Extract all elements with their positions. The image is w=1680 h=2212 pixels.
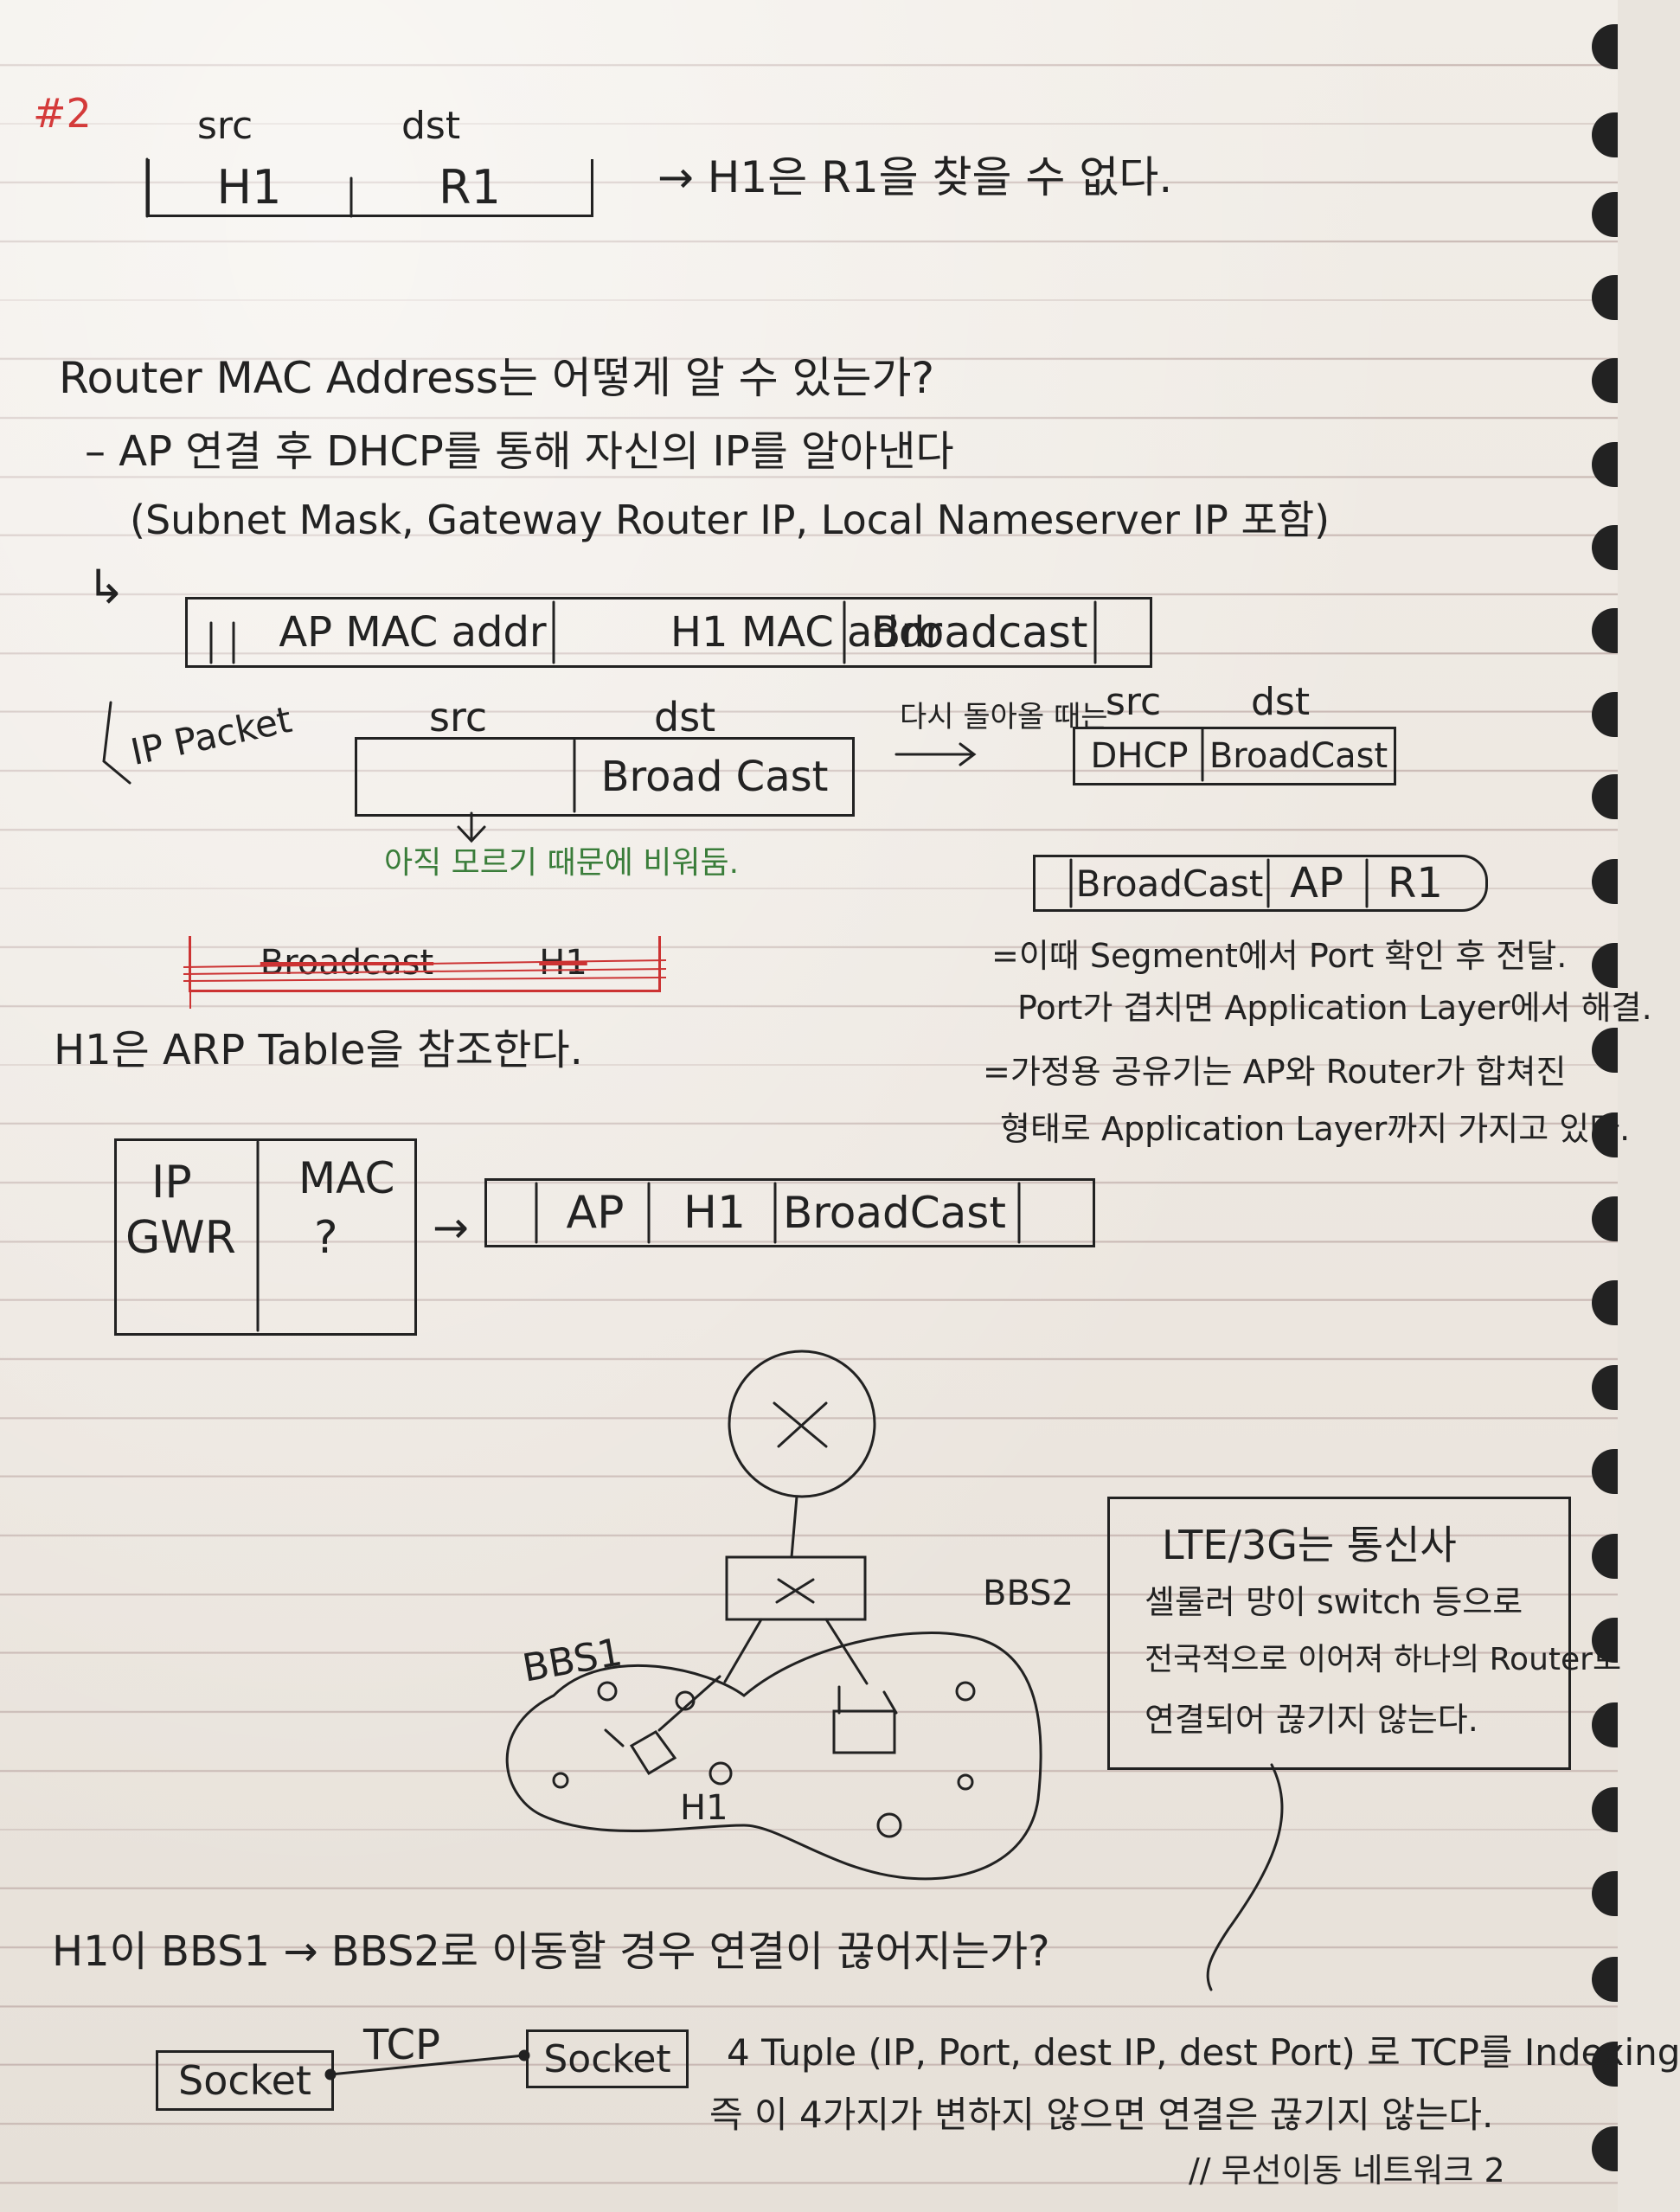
arrow-symbol: ↳ <box>87 560 126 614</box>
arp-table-col1-value: GWR <box>125 1212 236 1264</box>
left-socket: Socket <box>156 2050 334 2111</box>
arp-frame: AP H1 BroadCast <box>484 1178 1095 1247</box>
struck-frame-cell: Broadcast <box>260 943 434 983</box>
tuple-line-1: 4 Tuple (IP, Port, dest IP, dest Port) 로… <box>727 2031 1680 2074</box>
ip-packet-dst-label: dst <box>654 694 716 741</box>
lte-line: 전국적으로 이어져 하나의 Router로 <box>1145 1642 1622 1677</box>
ip-packet-box: Broad Cast <box>355 737 855 817</box>
struck-frame: Broadcast H1 <box>189 936 661 992</box>
ip-packet-ret-src-label: src <box>1106 680 1162 724</box>
arp-frame-cell: AP <box>566 1187 625 1239</box>
arp-frame-cell: H1 <box>683 1187 747 1239</box>
lte-line: LTE/3G는 통신사 <box>1162 1522 1457 1568</box>
right-frame-cell: R1 <box>1388 859 1443 907</box>
frame1-box: H1 R1 <box>147 159 593 217</box>
tuple-line-2: 즉 이 4가지가 변하지 않으면 연결은 끊기지 않는다. <box>709 2093 1494 2136</box>
arp-table-col2-value: ? <box>314 1212 338 1264</box>
right-socket-label: Socket <box>543 2036 671 2081</box>
ip-packet-dst: Broad Cast <box>600 753 829 801</box>
mobility-question: H1이 BBS1 → BBS2로 이동할 경우 연결이 끊어지는가? <box>52 1927 1050 1976</box>
arp-table-col2-header: MAC <box>298 1153 395 1203</box>
tcp-link-label: TCP <box>363 2021 440 2069</box>
lte-line: 셀룰러 망이 switch 등으로 <box>1145 1583 1523 1621</box>
right-frame: BroadCast AP R1 <box>1033 855 1488 912</box>
mac-frame-cell: H1 MAC addr <box>670 608 943 657</box>
ip-packet-return-box: DHCP BroadCast <box>1073 727 1396 785</box>
mac-frame: AP MAC addr H1 MAC addr Broadcast <box>185 597 1152 668</box>
ip-packet-ret-dst-label: dst <box>1251 680 1311 724</box>
page-mark: #2 <box>33 90 92 137</box>
mac-frame-cell: AP MAC addr <box>279 608 547 657</box>
lte-box: LTE/3G는 통신사 셀룰러 망이 switch 등으로 전국적으로 이어져 … <box>1107 1497 1621 1770</box>
lte-line: 연결되어 끊기지 않는다. <box>1145 1701 1478 1739</box>
frame1-dst-label: dst <box>401 104 461 148</box>
frame1-src-label: src <box>197 104 253 148</box>
right-note: 형태로 Application Layer까지 가지고 있다. <box>1000 1110 1631 1148</box>
router-mac-question: Router MAC Address는 어떻게 알 수 있는가? <box>59 353 935 403</box>
arp-table-col1-header: IP <box>151 1157 192 1209</box>
ip-packet-ret-src: DHCP <box>1090 736 1189 776</box>
right-frame-cell: AP <box>1290 859 1343 907</box>
arp-table: IP MAC GWR ? <box>114 1138 417 1336</box>
left-socket-label: Socket <box>178 2057 311 2104</box>
frame1-note: → H1은 R1을 찾을 수 없다. <box>657 152 1173 202</box>
struck-frame-cell: H1 <box>539 943 587 983</box>
ip-packet-src-label: src <box>429 694 488 741</box>
right-note: =이때 Segment에서 Port 확인 후 전달. <box>991 937 1568 975</box>
arp-frame-cell: BroadCast <box>783 1188 1006 1238</box>
mac-frame-cell: Broadcast <box>871 607 1088 657</box>
sketch-drawing <box>102 157 1369 2081</box>
frame1-src: H1 <box>216 159 282 215</box>
host-label: H1 <box>680 1788 728 1828</box>
footer-note: // 무선이동 네트워크 2 <box>1189 2151 1505 2190</box>
frame1-dst: R1 <box>439 159 501 215</box>
right-frame-cell: BroadCast <box>1075 862 1264 905</box>
ip-packet-down-note: 아직 모르기 때문에 비워둠. <box>384 845 740 881</box>
right-note: Port가 겹치면 Application Layer에서 해결. <box>1017 989 1652 1027</box>
bbs2-label: BBS2 <box>983 1574 1074 1613</box>
arp-note: H1은 ARP Table을 참조한다. <box>54 1026 583 1074</box>
right-note: =가정용 공유기는 AP와 Router가 합쳐진 <box>983 1053 1567 1091</box>
ip-packet-ret-dst: BroadCast <box>1209 736 1388 776</box>
answer-line-1: – AP 연결 후 DHCP를 통해 자신의 IP를 알아낸다 <box>85 427 954 476</box>
right-socket: Socket <box>526 2029 689 2088</box>
answer-line-2: (Subnet Mask, Gateway Router IP, Local N… <box>130 497 1331 543</box>
arp-frame-arrow: → <box>433 1202 469 1253</box>
